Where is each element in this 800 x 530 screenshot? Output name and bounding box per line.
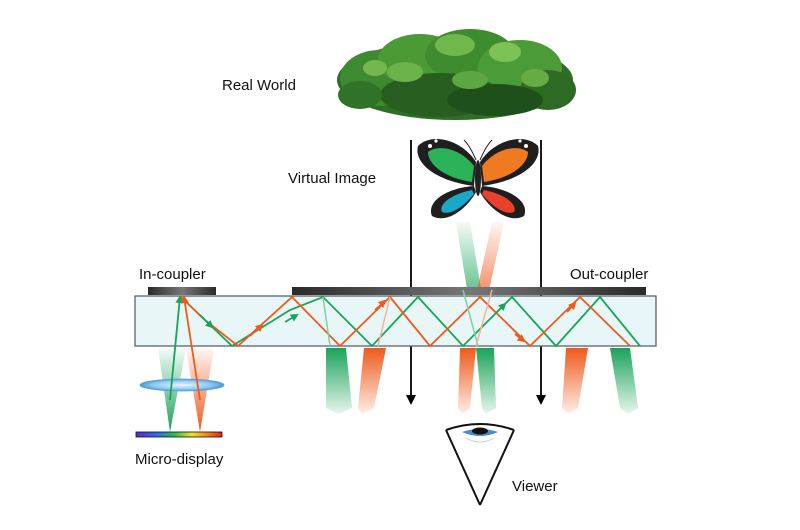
collimating-lens bbox=[139, 378, 225, 392]
tir-arrow-green-1 bbox=[199, 314, 214, 329]
tir-arrow-orange-3 bbox=[514, 333, 526, 343]
label-micro-display: Micro-display bbox=[135, 451, 224, 468]
label-real-world: Real World bbox=[222, 77, 296, 94]
label-in-coupler: In-coupler bbox=[139, 266, 206, 283]
tir-ray-green bbox=[180, 295, 641, 348]
tir-arrow-orange-2 bbox=[374, 299, 387, 311]
tir-arrow-green-3 bbox=[494, 302, 507, 315]
label-virtual-image: Virtual Image bbox=[288, 170, 377, 187]
label-out-coupler: Out-coupler bbox=[570, 266, 649, 283]
output-beam-orange-2 bbox=[458, 348, 476, 414]
virtual-ray-green-faint bbox=[456, 222, 482, 295]
output-beam-orange-1 bbox=[358, 348, 386, 414]
in-coupler-grating bbox=[148, 287, 216, 295]
faint-ray-green-2 bbox=[462, 289, 479, 347]
tir-arrow-orange-1 bbox=[249, 323, 264, 337]
out-coupler-grating bbox=[292, 287, 646, 295]
faint-ray-green-1 bbox=[322, 296, 331, 347]
micro-display bbox=[135, 431, 223, 438]
output-beam-orange-3 bbox=[562, 348, 588, 414]
tir-arrow-orange-4 bbox=[566, 301, 577, 313]
input-ray-green bbox=[169, 295, 184, 401]
butterfly-virtual-image bbox=[417, 139, 539, 219]
output-beam-green-3 bbox=[610, 348, 638, 414]
viewer-eye-icon bbox=[445, 423, 515, 506]
tir-arrow-green-2 bbox=[284, 313, 299, 323]
real-world-foliage-image bbox=[337, 29, 576, 120]
virtual-ray-orange-faint bbox=[476, 222, 504, 295]
faint-ray-orange-1 bbox=[377, 296, 391, 347]
output-beam-green-1 bbox=[326, 348, 352, 414]
faint-ray-orange-2 bbox=[475, 289, 493, 347]
output-beam-green-2 bbox=[476, 348, 496, 414]
input-ray-orange bbox=[180, 295, 201, 401]
label-viewer: Viewer bbox=[512, 478, 558, 495]
